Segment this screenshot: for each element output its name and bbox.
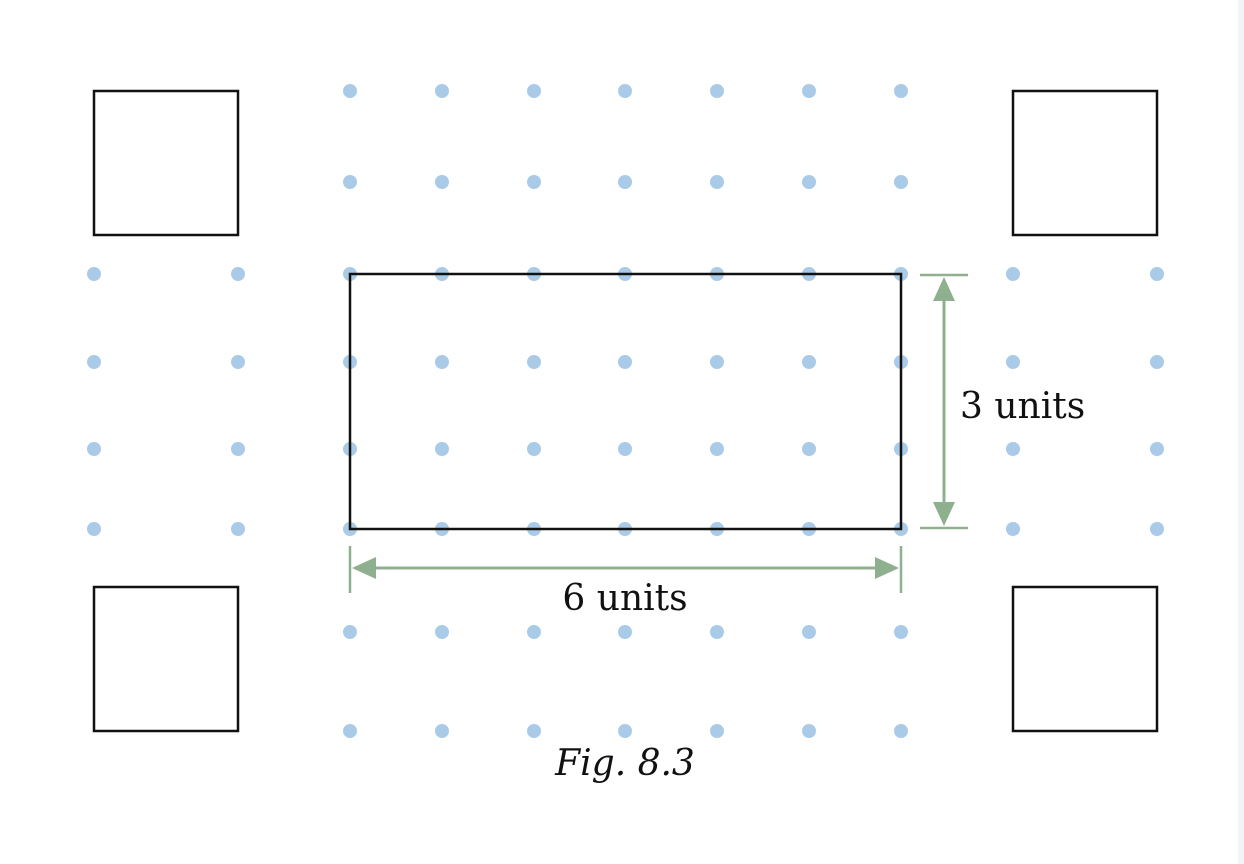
grid-dot — [618, 724, 632, 738]
grid-dot — [894, 175, 908, 189]
grid-dot — [435, 355, 449, 369]
corner-square-top-right — [1011, 89, 1159, 237]
grid-dot — [435, 442, 449, 456]
grid-dot — [802, 625, 816, 639]
grid-dot — [710, 625, 724, 639]
grid-dot — [618, 175, 632, 189]
grid-dot — [618, 625, 632, 639]
width-label: 6 units — [562, 578, 687, 619]
height-arrowhead-bottom — [933, 502, 955, 526]
width-arrowhead-right — [875, 557, 899, 579]
grid-dot — [231, 442, 245, 456]
grid-dot — [618, 355, 632, 369]
grid-dot — [894, 724, 908, 738]
height-dimension — [920, 273, 968, 530]
grid-dot — [802, 84, 816, 98]
grid-dot — [1006, 442, 1020, 456]
grid-dot — [710, 84, 724, 98]
width-dimension — [348, 546, 903, 593]
grid-dot — [435, 724, 449, 738]
grid-dot — [527, 442, 541, 456]
corner-square-bottom-right — [1011, 585, 1159, 733]
grid-dot — [802, 355, 816, 369]
grid-dot — [231, 355, 245, 369]
grid-dot — [894, 625, 908, 639]
grid-dot — [894, 84, 908, 98]
grid-dot — [527, 625, 541, 639]
grid-dot — [710, 724, 724, 738]
grid-dot — [435, 625, 449, 639]
grid-dot — [343, 724, 357, 738]
grid-dot — [1150, 267, 1164, 281]
grid-dot — [710, 442, 724, 456]
grid-dot — [1150, 355, 1164, 369]
grid-dot — [87, 522, 101, 536]
grid-dot — [1150, 522, 1164, 536]
height-label: 3 units — [960, 386, 1085, 427]
corner-square-bottom-left — [92, 585, 240, 733]
grid-dot — [1006, 267, 1020, 281]
grid-dot — [343, 84, 357, 98]
grid-dot — [802, 442, 816, 456]
grid-dot — [231, 267, 245, 281]
grid-dot — [231, 522, 245, 536]
grid-dot — [527, 355, 541, 369]
grid-dot — [802, 175, 816, 189]
grid-dot — [710, 175, 724, 189]
grid-dot — [87, 267, 101, 281]
grid-dot — [435, 84, 449, 98]
grid-dot — [87, 442, 101, 456]
grid-dot — [527, 175, 541, 189]
figure-caption: Fig. 8.3 — [554, 743, 695, 784]
grid-dot — [618, 84, 632, 98]
grid-dot — [343, 625, 357, 639]
main-rectangle — [348, 272, 903, 531]
grid-dot — [343, 175, 357, 189]
corner-square-top-left — [92, 89, 240, 237]
grid-dot — [710, 355, 724, 369]
grid-dot — [1006, 355, 1020, 369]
grid-dot — [87, 355, 101, 369]
corner-squares — [92, 89, 1159, 733]
grid-dot — [527, 84, 541, 98]
grid-dot — [435, 175, 449, 189]
grid-dot — [527, 724, 541, 738]
grid-dot — [618, 442, 632, 456]
page-edge-strip — [1238, 0, 1244, 864]
grid-dot — [802, 724, 816, 738]
height-arrowhead-top — [933, 277, 955, 301]
grid-dot — [1150, 442, 1164, 456]
width-arrowhead-left — [352, 557, 376, 579]
grid-dot — [1006, 522, 1020, 536]
